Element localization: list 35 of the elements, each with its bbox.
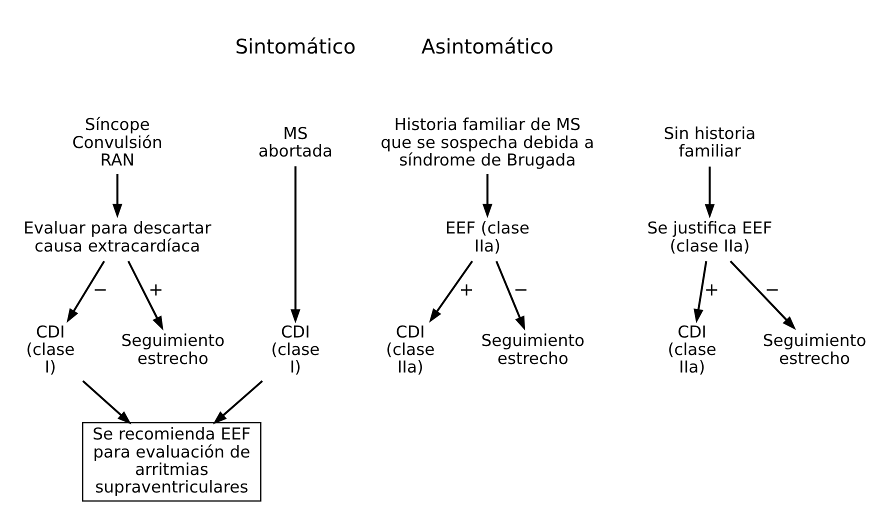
edge-label: −: [92, 280, 108, 300]
node-text: Historia familiar de MS que se sospecha debida a síndrome de Brugada: [380, 114, 594, 169]
node-text: CDI (clase IIa): [668, 322, 716, 376]
edge-label: +: [148, 280, 164, 300]
arrow: [66, 260, 106, 322]
arrow: [112, 173, 122, 218]
node-text: Sin historia familiar: [664, 123, 756, 160]
edge-label: +: [459, 280, 474, 300]
arrow: [496, 260, 526, 330]
arrow: [482, 173, 492, 218]
node-text: EEF (clase IIa): [445, 218, 530, 255]
node-text: Se justifica EEF (clase IIa): [647, 218, 772, 255]
label: Sintomático: [235, 34, 356, 58]
node-text: MS abortada: [258, 123, 333, 160]
arrow: [704, 166, 715, 218]
node-text: CDI (clase I): [271, 322, 320, 376]
arrow: [212, 380, 263, 424]
node-text: Evaluar para descartar causa extracardíaca: [24, 218, 212, 255]
arrow: [730, 260, 796, 330]
arrow: [694, 260, 708, 323]
arrow: [290, 166, 300, 323]
node-text: Seguimiento estrecho: [762, 330, 866, 368]
node-text: Síncope Convulsión RAN: [72, 114, 162, 169]
edge-label: −: [514, 280, 528, 300]
arrow: [127, 260, 164, 330]
edge-label: −: [764, 280, 780, 300]
node-text: CDI (clase IIa): [386, 322, 435, 376]
node-text: Seguimiento estrecho: [481, 330, 585, 368]
arrow: [429, 260, 474, 322]
edge-label: +: [704, 280, 720, 300]
node-text: Seguimiento estrecho: [121, 330, 225, 368]
node-box: Se recomienda EEF para evaluación de arritmias supraventriculares: [82, 422, 262, 502]
label: Asintomático: [421, 34, 554, 58]
node-text: CDI (clase I): [26, 322, 75, 376]
arrow: [82, 380, 132, 424]
